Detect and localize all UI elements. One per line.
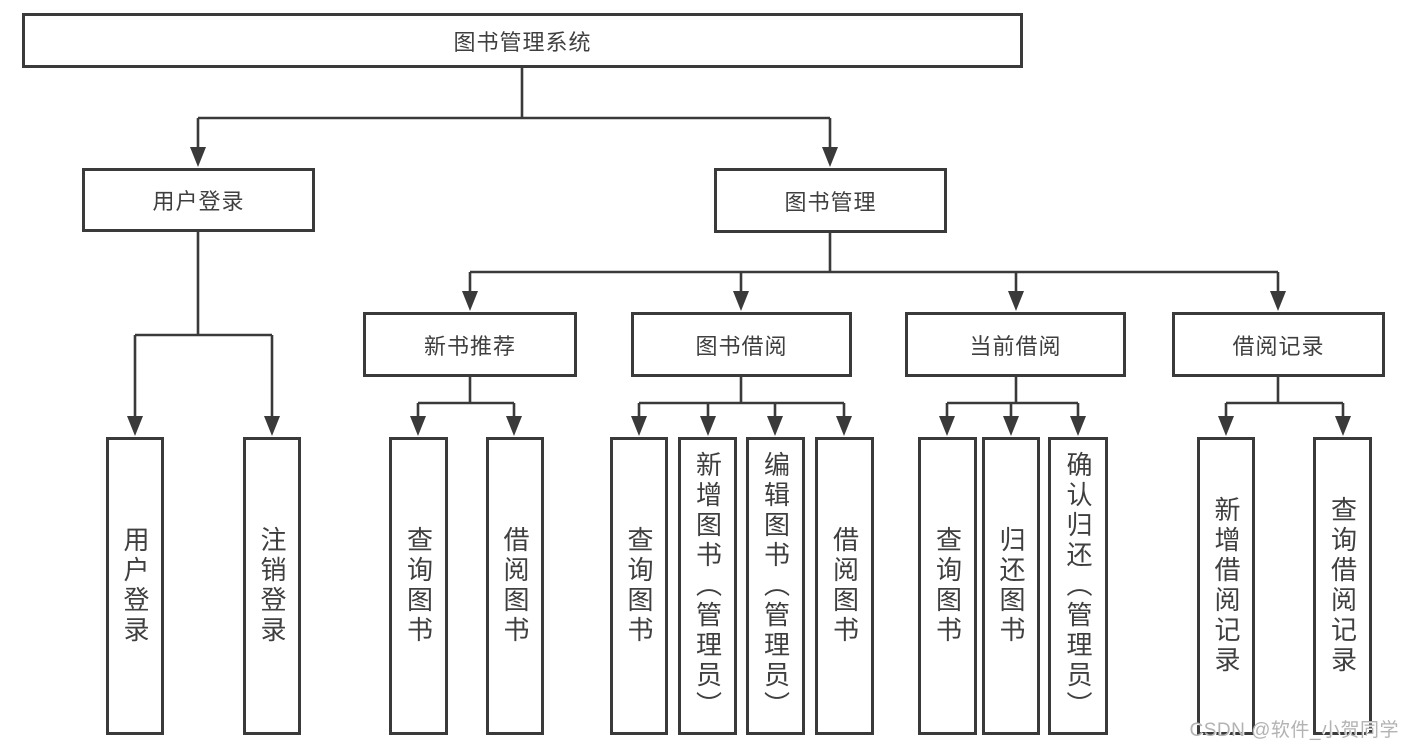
connector-new-book-recommend-children	[410, 377, 522, 436]
connector-user-login-children	[127, 232, 280, 436]
connector-borrow-records-children	[1218, 377, 1351, 436]
node-query-borrow-record-label: 查询借阅记录	[1327, 496, 1358, 676]
node-logout-label: 注销登录	[257, 526, 287, 646]
node-user-login-action: 用户登录	[106, 437, 164, 735]
node-new-book-recommend: 新书推荐	[363, 312, 577, 377]
node-book-management: 图书管理	[714, 168, 947, 233]
node-borrow-records: 借阅记录	[1172, 312, 1385, 377]
node-query-books-recommend-label: 查询图书	[403, 526, 434, 646]
node-root-label: 图书管理系统	[453, 29, 592, 55]
node-borrow-books: 借阅图书	[815, 437, 874, 735]
node-borrow-books-label: 借阅图书	[829, 526, 860, 646]
node-confirm-return-admin: 确认归还（管理员）	[1048, 437, 1108, 735]
node-borrow-books-recommend: 借阅图书	[486, 437, 544, 735]
node-user-login-label: 用户登录	[152, 189, 245, 214]
node-confirm-return-admin-label: 确认归还（管理员）	[1063, 451, 1093, 721]
node-query-books-current: 查询图书	[918, 437, 977, 735]
connector-current-borrow-children	[939, 377, 1086, 436]
connector-book-management-children	[462, 233, 1286, 311]
connector-book-borrow-children	[631, 377, 852, 436]
connector-root-to-level2	[190, 68, 838, 167]
node-current-borrow: 当前借阅	[905, 312, 1126, 377]
node-new-book-recommend-label: 新书推荐	[423, 333, 516, 359]
node-book-management-label: 图书管理	[784, 189, 877, 215]
node-query-books-borrow-label: 查询图书	[624, 526, 654, 646]
node-add-books-admin: 新增图书（管理员）	[678, 437, 737, 735]
node-logout: 注销登录	[243, 437, 301, 735]
node-borrow-records-label: 借阅记录	[1232, 333, 1325, 359]
node-borrow-books-recommend-label: 借阅图书	[500, 526, 530, 646]
node-book-borrow-label: 图书借阅	[695, 333, 788, 359]
node-return-books: 归还图书	[982, 437, 1040, 735]
node-add-books-admin-label: 新增图书（管理员）	[692, 451, 723, 721]
node-user-login-action-label: 用户登录	[120, 526, 150, 646]
node-add-borrow-record-label: 新增借阅记录	[1211, 496, 1241, 676]
node-edit-books-admin: 编辑图书（管理员）	[746, 437, 805, 735]
node-book-borrow: 图书借阅	[631, 312, 852, 377]
node-query-books-current-label: 查询图书	[932, 526, 963, 646]
node-query-books-borrow: 查询图书	[610, 437, 668, 735]
node-query-books-recommend: 查询图书	[389, 437, 448, 735]
node-root: 图书管理系统	[22, 13, 1023, 68]
node-add-borrow-record: 新增借阅记录	[1197, 437, 1255, 735]
node-edit-books-admin-label: 编辑图书（管理员）	[760, 451, 791, 721]
watermark-text: CSDN @软件_小贺同学	[1189, 720, 1399, 741]
node-query-borrow-record: 查询借阅记录	[1313, 437, 1372, 735]
node-user-login: 用户登录	[82, 168, 315, 232]
node-return-books-label: 归还图书	[996, 526, 1026, 646]
node-current-borrow-label: 当前借阅	[969, 333, 1062, 359]
